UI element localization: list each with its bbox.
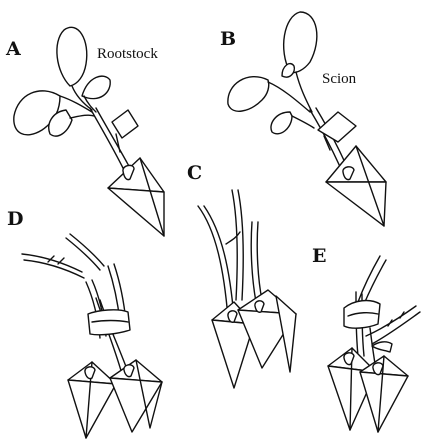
tie-and-cut-drawing: [328, 256, 420, 432]
panel-a-label: A: [5, 38, 21, 60]
scion-label: Scion: [322, 71, 357, 87]
panel-d: D: [7, 208, 162, 438]
panel-e: E: [312, 245, 420, 432]
panel-a: A Rootstock: [5, 27, 164, 236]
scion-seedling-drawing: [228, 12, 386, 226]
panel-e-label: E: [312, 245, 326, 267]
panel-c: C: [187, 162, 296, 388]
panel-c-label: C: [187, 162, 202, 184]
panel-d-label: D: [7, 208, 23, 230]
cut-and-clip-drawing: [22, 234, 162, 438]
panel-b: B Scion: [220, 12, 386, 226]
rootstock-label: Rootstock: [97, 46, 158, 62]
panel-b-label: B: [220, 28, 236, 50]
paired-seedlings-drawing: [198, 190, 296, 388]
